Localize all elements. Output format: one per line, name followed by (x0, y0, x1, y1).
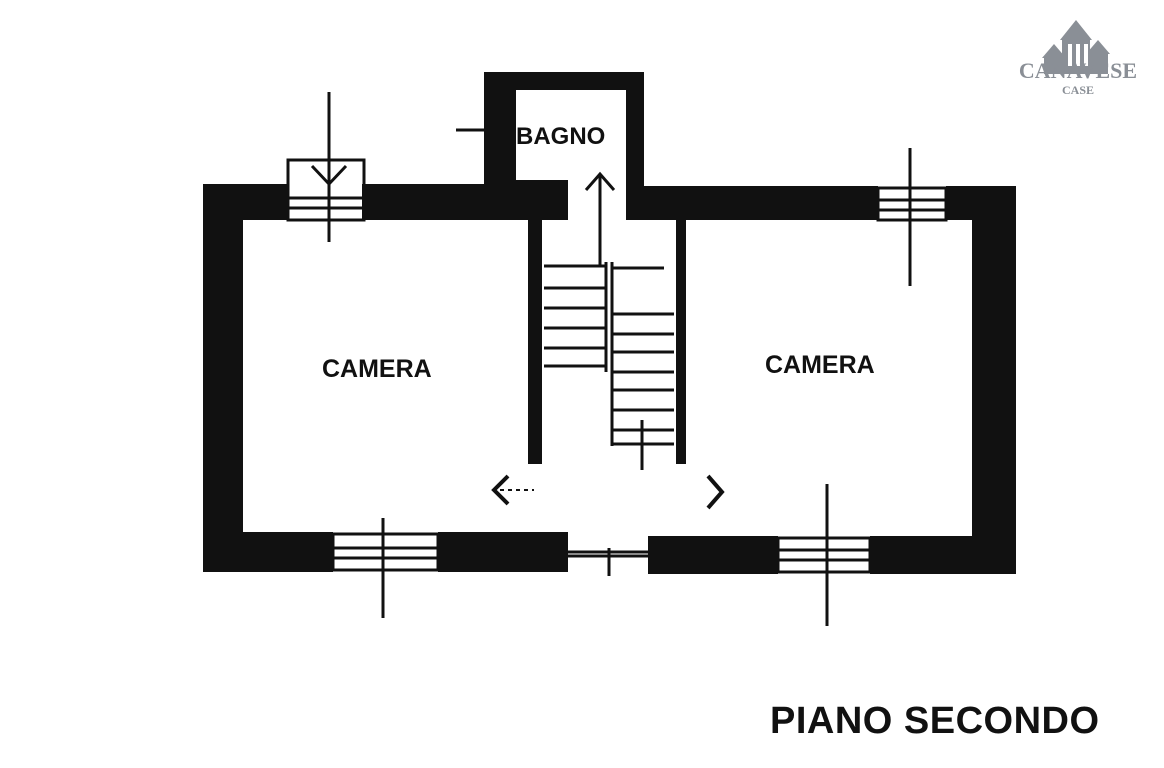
room-label-bathroom: BAGNO (516, 123, 605, 150)
walls (203, 72, 1016, 574)
room-label-bedroom-right: CAMERA (765, 351, 875, 379)
room-label-bedroom-left: CAMERA (322, 355, 432, 383)
logo-name: CANAVESE (1019, 58, 1137, 83)
staircase (544, 171, 674, 470)
logo-subtitle: CASE (1062, 83, 1094, 97)
company-logo: CANAVESE CASE (1019, 20, 1137, 97)
door-arrows (491, 474, 725, 510)
windows (286, 92, 948, 626)
floor-title: PIANO SECONDO (770, 700, 1100, 742)
